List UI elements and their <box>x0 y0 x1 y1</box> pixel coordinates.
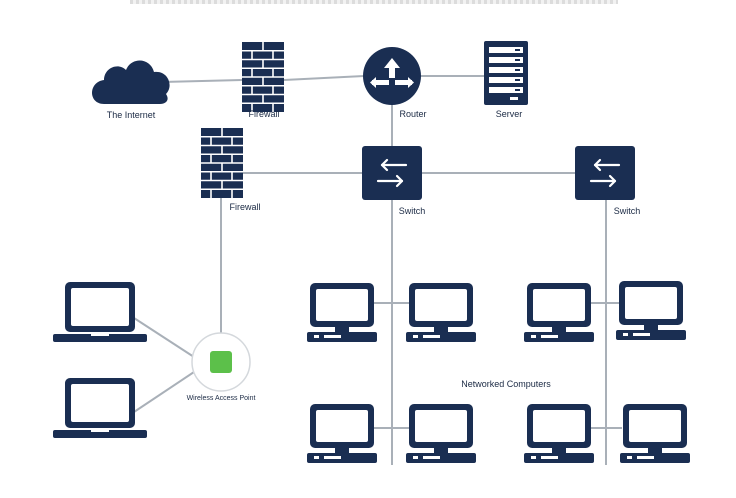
networked-computers-label: Networked Computers <box>461 379 551 389</box>
firewall-top-label: Firewall <box>248 109 280 119</box>
laptop-icon <box>53 282 147 342</box>
desktop-computer-icon <box>616 281 686 340</box>
switch-left-label: Switch <box>398 206 426 216</box>
desktop-computer-icon <box>307 283 377 342</box>
firewall-brick-icon <box>241 41 285 113</box>
desktop-computer-icon <box>406 283 476 342</box>
link-laptop1-wap <box>133 317 195 358</box>
desktop-computer-icon <box>524 404 594 463</box>
switch-icon <box>573 144 637 202</box>
router-icon <box>363 47 421 105</box>
top-edge-band <box>130 0 618 4</box>
desktop-computer-icon <box>307 404 377 463</box>
cloud-icon <box>92 60 170 104</box>
switch-right-label: Switch <box>613 206 641 216</box>
link-internet-firewall <box>161 79 243 83</box>
laptop-icon <box>53 378 147 438</box>
link-laptop2-wap <box>133 371 195 413</box>
internet-label: The Internet <box>106 110 156 120</box>
firewall-brick-icon <box>200 127 244 199</box>
wireless-access-point-icon <box>191 332 251 392</box>
switch-icon <box>360 144 424 202</box>
firewall-mid-label: Firewall <box>229 202 261 212</box>
desktop-computer-icon <box>524 283 594 342</box>
link-firewall-router <box>283 75 365 81</box>
desktop-computer-icon <box>620 404 690 463</box>
server-label: Server <box>495 109 523 119</box>
router-label: Router <box>399 109 427 119</box>
wap-label: Wireless Access Point <box>186 395 256 402</box>
server-rack-icon <box>484 41 528 105</box>
desktop-computer-icon <box>406 404 476 463</box>
connection-lines <box>133 75 622 465</box>
